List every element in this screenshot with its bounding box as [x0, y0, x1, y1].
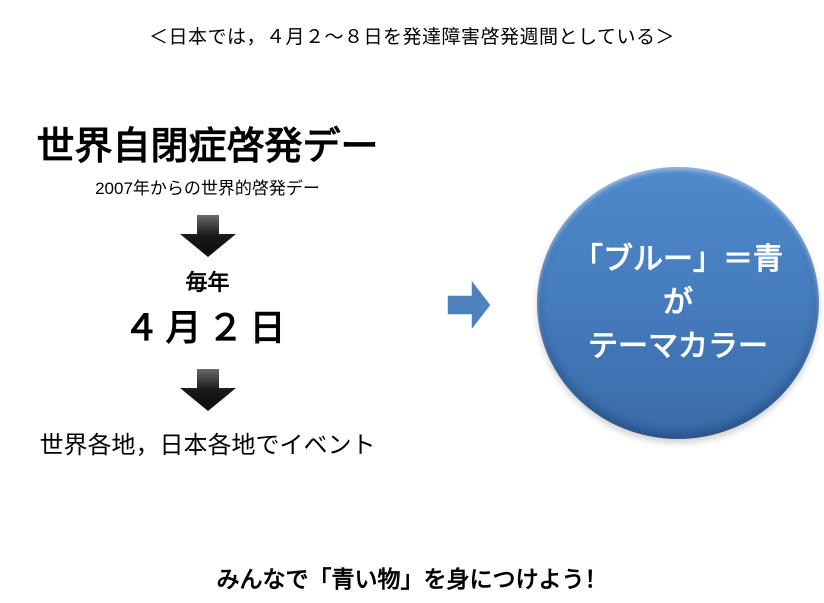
every-year-label: 毎年: [185, 269, 230, 295]
theme-bubble-line3: テーマカラー: [588, 329, 768, 363]
theme-bubble: 「ブルー」＝青 が テーマカラー: [537, 167, 819, 439]
theme-bubble-line2: が: [663, 286, 693, 320]
flow-title: 世界自閉症啓発デー: [36, 126, 379, 168]
down-arrow-icon: [179, 368, 236, 411]
flow-column: 世界自閉症啓発デー 2007年からの世界的啓発デー 毎年 ４月２日: [10, 126, 405, 460]
theme-bubble-line1: 「ブルー」＝青: [573, 242, 783, 276]
header-caption: ＜日本では，４月２～８日を発達障害啓発週間としている＞: [149, 27, 675, 48]
date-label: ４月２日: [123, 306, 292, 348]
down-arrow-icon: [179, 214, 236, 257]
footer-callout: みんなで「青い物」を身につけよう！: [216, 566, 608, 592]
flow-subtitle: 2007年からの世界的啓発デー: [95, 178, 320, 198]
right-arrow-icon: [446, 281, 492, 329]
events-label: 世界各地，日本各地でイベント: [39, 431, 376, 459]
